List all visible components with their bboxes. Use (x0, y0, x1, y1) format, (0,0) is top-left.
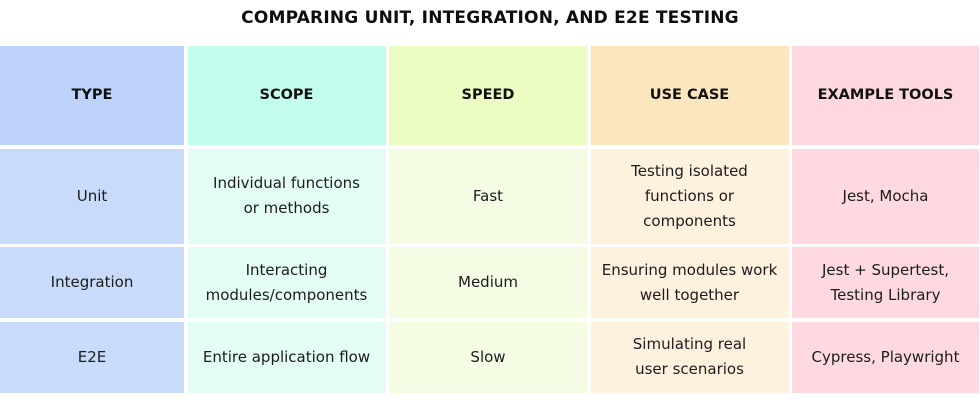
comparison-table: TYPE SCOPE SPEED USE CASE EXAMPLE TOOLS … (0, 46, 980, 393)
cell-unit-speed: Fast (389, 148, 587, 244)
cell-e2e-tools: Cypress, Playwright (792, 321, 979, 393)
header-use-case: USE CASE (590, 46, 789, 145)
cell-unit-tools: Jest, Mocha (792, 148, 979, 244)
cell-e2e-speed: Slow (389, 321, 587, 393)
page-title: COMPARING UNIT, INTEGRATION, AND E2E TES… (241, 8, 739, 28)
cell-integration-scope: Interacting modules/components (187, 247, 386, 318)
header-speed: SPEED (389, 46, 587, 145)
header-example-tools: EXAMPLE TOOLS (792, 46, 979, 145)
header-scope: SCOPE (187, 46, 386, 145)
cell-integration-type: Integration (0, 247, 184, 318)
cell-unit-type: Unit (0, 148, 184, 244)
cell-unit-scope: Individual functions or methods (187, 148, 386, 244)
cell-integration-use-case: Ensuring modules work well together (590, 247, 789, 318)
cell-integration-speed: Medium (389, 247, 587, 318)
cell-e2e-type: E2E (0, 321, 184, 393)
cell-integration-tools: Jest + Supertest, Testing Library (792, 247, 979, 318)
header-type: TYPE (0, 46, 184, 145)
cell-unit-use-case: Testing isolated functions or components (590, 148, 789, 244)
cell-e2e-use-case: Simulating real user scenarios (590, 321, 789, 393)
cell-e2e-scope: Entire application flow (187, 321, 386, 393)
